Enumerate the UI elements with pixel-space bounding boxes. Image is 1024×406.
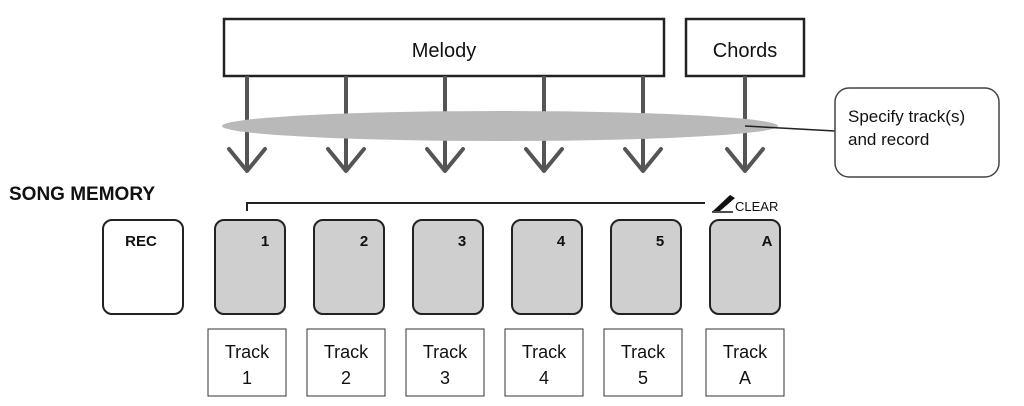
track-label-box-a	[705, 328, 785, 397]
melody-label: Melody	[412, 40, 476, 62]
track-label-box-5	[603, 328, 683, 397]
track-button-1-label: 1	[261, 233, 269, 250]
chords-label: Chords	[713, 40, 777, 62]
arrow-head-2	[326, 147, 366, 173]
rec-button-label: REC	[125, 233, 157, 250]
arrow-head-1	[227, 147, 267, 173]
track-button-2-label: 2	[360, 233, 368, 250]
callout-line-2: and record	[848, 130, 929, 149]
track-selection-ellipse	[222, 111, 778, 141]
arrow-head-5	[623, 147, 663, 173]
bracket-line	[246, 202, 705, 211]
track-button-3[interactable]	[412, 219, 484, 315]
track-label-2-title: Track	[324, 342, 369, 362]
arrow-head-4	[524, 147, 564, 173]
track-button-3-label: 3	[458, 233, 466, 250]
arrow-head-3	[425, 147, 465, 173]
melody-box	[222, 17, 666, 78]
track-label-a-number: A	[739, 368, 751, 388]
callout-line-1: Specify track(s)	[848, 107, 965, 126]
clear-label: CLEAR	[735, 199, 778, 214]
arrow-heads	[227, 147, 765, 173]
track-label-1-number: 1	[242, 368, 252, 388]
pen-icon	[712, 195, 735, 213]
track-label-3-number: 3	[440, 368, 450, 388]
track-label-4-number: 4	[539, 368, 549, 388]
rec-button[interactable]	[102, 219, 184, 315]
track-label-3-title: Track	[423, 342, 468, 362]
track-button-2[interactable]	[313, 219, 385, 315]
arrow-head-a	[725, 147, 765, 173]
track-label-box-2	[306, 328, 386, 397]
track-label-2-number: 2	[341, 368, 351, 388]
track-button-1[interactable]	[214, 219, 286, 315]
track-label-5-title: Track	[621, 342, 666, 362]
track-button-5[interactable]	[610, 219, 682, 315]
track-label-4-title: Track	[522, 342, 567, 362]
callout-pointer	[744, 125, 836, 132]
track-label-box-1	[207, 328, 287, 397]
track-button-4-label: 4	[557, 233, 566, 250]
track-label-box-4	[504, 328, 584, 397]
track-button-5-label: 5	[656, 233, 664, 250]
track-label-box-3	[405, 328, 485, 397]
chords-box	[684, 17, 806, 78]
song-memory-label: SONG MEMORY	[9, 184, 155, 205]
track-button-a[interactable]	[709, 219, 781, 315]
track-label-a-title: Track	[723, 342, 768, 362]
track-label-5-number: 5	[638, 368, 648, 388]
track-label-1-title: Track	[225, 342, 270, 362]
track-button-4[interactable]	[511, 219, 583, 315]
callout-box	[834, 87, 1000, 178]
track-button-a-label: A	[762, 233, 773, 250]
